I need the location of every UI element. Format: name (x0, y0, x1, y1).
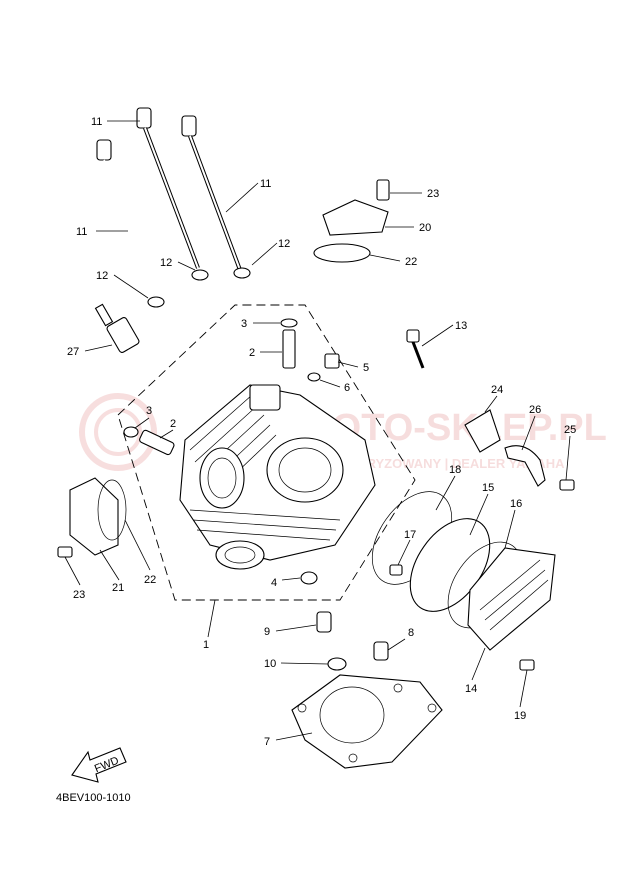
callout-11: 11 (91, 116, 102, 128)
callout-12: 12 (96, 270, 108, 282)
leader-lines (64, 120, 571, 741)
callout-23: 23 (427, 188, 439, 200)
bracket-24 (464, 409, 501, 453)
forward-direction-arrow: FWD (71, 747, 127, 783)
callout-9: 9 (264, 626, 270, 638)
callout-22: 22 (405, 256, 417, 268)
bolt-small-5 (324, 353, 340, 369)
callout-7: 7 (264, 736, 270, 748)
side-cover-left (57, 477, 127, 558)
dowel-9 (316, 611, 332, 633)
callout-labels: 11 11 11 23 20 12 12 12 22 3 13 27 2 5 6… (67, 116, 576, 748)
callout-13: 13 (455, 320, 467, 332)
diagram-code: 4BEV100-1010 (56, 792, 131, 804)
cylinder-head (179, 384, 376, 570)
callout-16: 16 (510, 498, 522, 510)
callout-25: 25 (564, 424, 576, 436)
washer-2 (191, 269, 209, 281)
spark-plug (94, 303, 140, 353)
callout-10: 10 (264, 658, 276, 670)
bolt-17 (389, 564, 403, 576)
callout-17: 17 (404, 529, 416, 541)
clip-top (280, 318, 298, 328)
callout-3: 3 (146, 405, 152, 417)
dowel-10 (327, 657, 347, 671)
washer-1 (147, 296, 165, 308)
callout-11: 11 (260, 178, 271, 190)
bracket-26 (504, 445, 546, 487)
watermark-tagline: AUTORYZOWANY | DEALER YAMAHA (330, 456, 565, 471)
callout-14: 14 (465, 683, 477, 695)
callout-15: 15 (482, 482, 494, 494)
callout-23: 23 (73, 589, 85, 601)
assembly-outline (117, 304, 416, 601)
washer-6 (307, 372, 321, 382)
valve-guide-left (139, 429, 175, 456)
callout-21: 21 (112, 582, 124, 594)
callout-1: 1 (203, 639, 209, 651)
callout-2: 2 (170, 418, 176, 430)
seal-4 (300, 571, 318, 585)
bolt-middle (136, 107, 200, 269)
cylinder-head-bolts (96, 107, 242, 296)
dowel-8 (373, 641, 389, 661)
callout-18: 18 (449, 464, 461, 476)
bolt-left (96, 139, 155, 296)
callout-19: 19 (514, 710, 526, 722)
callout-27: 27 (67, 346, 79, 358)
bolt-13 (406, 329, 425, 369)
bolt-right (181, 115, 242, 271)
callout-12: 12 (160, 257, 172, 269)
callout-26: 26 (529, 404, 541, 416)
clip-left (123, 426, 139, 438)
callout-6: 6 (344, 382, 350, 394)
callout-11: 11 (76, 226, 87, 238)
valve-guide-top (282, 329, 296, 369)
callout-22: 22 (144, 574, 156, 586)
callout-20: 20 (419, 222, 431, 234)
tappet-cover-top (313, 179, 390, 263)
callout-5: 5 (363, 362, 369, 374)
callout-4: 4 (271, 577, 277, 589)
callout-3: 3 (241, 318, 247, 330)
callout-2: 2 (249, 347, 255, 359)
callout-8: 8 (408, 627, 414, 639)
callout-12: 12 (278, 238, 290, 250)
head-gasket (291, 674, 443, 769)
washer-3 (233, 267, 251, 279)
bolt-25 (559, 479, 575, 491)
callout-24: 24 (491, 384, 503, 396)
